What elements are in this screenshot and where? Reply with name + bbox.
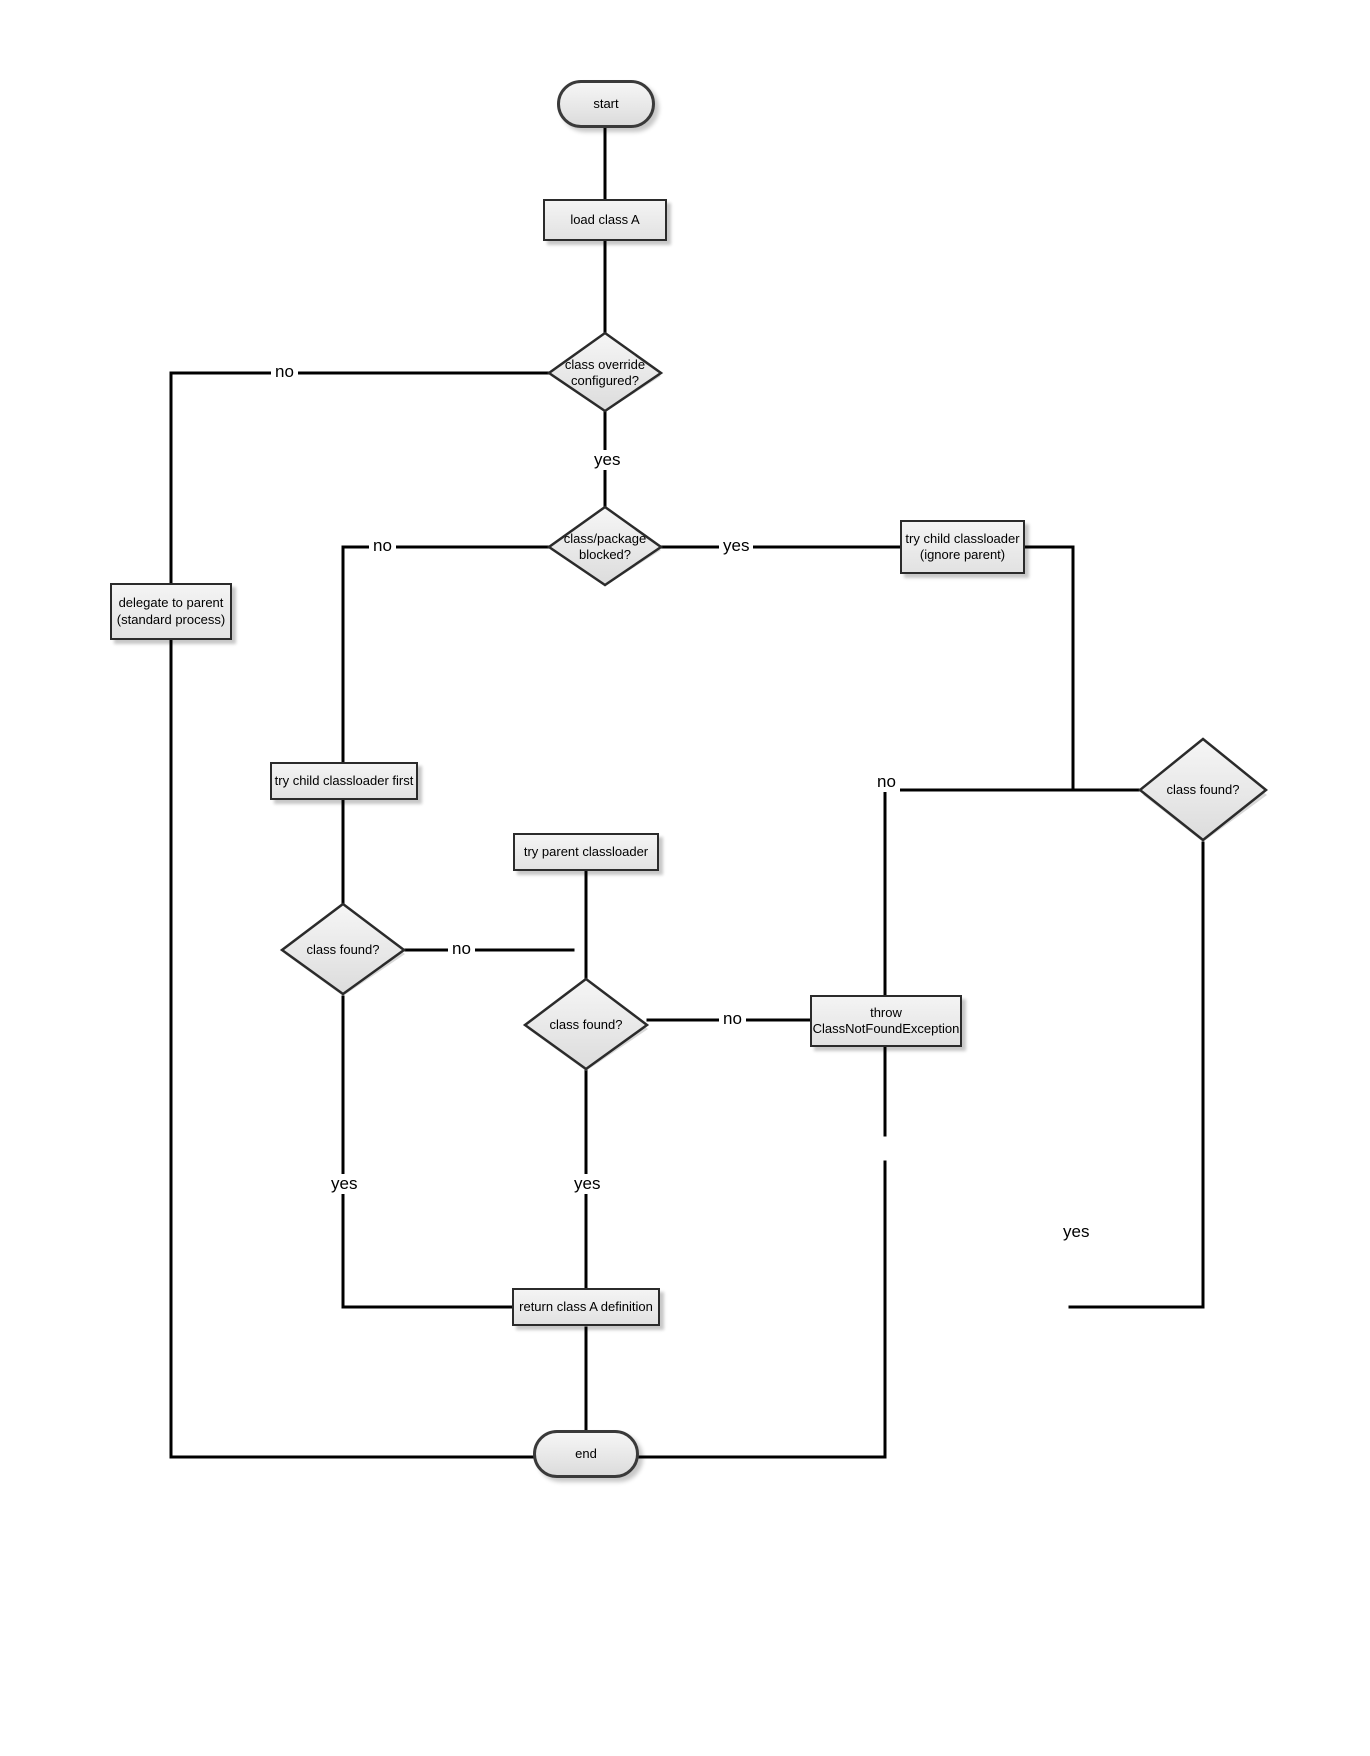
edge-label-found-right-yes: yes	[1059, 1222, 1094, 1242]
edge-label-override-no: no	[271, 362, 298, 382]
node-try-child-ignore-parent[interactable]: try child classloader (ignore parent)	[900, 520, 1025, 574]
node-found-mid-lower[interactable]: class found?	[522, 977, 650, 1072]
edge-label-found-mid-upper-yes: yes	[327, 1174, 362, 1194]
node-return-definition[interactable]: return class A definition	[512, 1288, 660, 1326]
node-throw-exception-label: throw ClassNotFoundException	[812, 1004, 960, 1036]
node-try-child-first-label: try child classloader first	[274, 772, 414, 788]
edge-found-right-no-to-throw	[883, 788, 1140, 1137]
edge-label-blocked-yes: yes	[719, 536, 754, 556]
edge-try-child-ignore-to-found-right	[1023, 545, 1140, 792]
edge-label-blocked-no: no	[369, 536, 396, 556]
node-delegate-parent-label: delegate to parent (standard process)	[116, 595, 226, 627]
node-found-mid-upper[interactable]: class found?	[279, 902, 407, 997]
edge-label-found-mid-lower-no: no	[719, 1009, 746, 1029]
edge-label-found-mid-upper-no: no	[448, 939, 475, 959]
edge-label-override-yes: yes	[590, 450, 625, 470]
node-start[interactable]: start	[557, 80, 655, 128]
edge-found-mid-upper-yes-to-return	[341, 995, 514, 1309]
node-load-class-label: load class A	[570, 211, 640, 227]
node-try-parent-label: try parent classloader	[523, 843, 649, 859]
node-end-label: end	[575, 1445, 597, 1461]
node-try-child-ignore-parent-label: try child classloader (ignore parent)	[905, 530, 1020, 562]
node-delegate-parent[interactable]: delegate to parent (standard process)	[110, 583, 232, 640]
node-override-decision[interactable]: class override configured?	[546, 331, 664, 413]
node-end[interactable]: end	[533, 1430, 639, 1478]
edge-blocked-no-to-try-child-first	[341, 545, 550, 764]
node-return-definition-label: return class A definition	[519, 1298, 653, 1314]
node-throw-exception[interactable]: throw ClassNotFoundException	[810, 995, 962, 1047]
node-try-child-first[interactable]: try child classloader first	[270, 762, 418, 800]
edge-override-no-to-delegate	[169, 371, 550, 585]
node-blocked-decision[interactable]: class/package blocked?	[546, 505, 664, 587]
node-try-parent[interactable]: try parent classloader	[513, 833, 659, 871]
edge-throw-to-end	[637, 1160, 887, 1459]
edge-label-found-mid-lower-yes: yes	[570, 1174, 605, 1194]
node-load-class[interactable]: load class A	[543, 199, 667, 241]
node-start-label: start	[593, 95, 619, 111]
edge-label-found-right-no: no	[873, 772, 900, 792]
node-found-right[interactable]: class found?	[1138, 737, 1268, 843]
